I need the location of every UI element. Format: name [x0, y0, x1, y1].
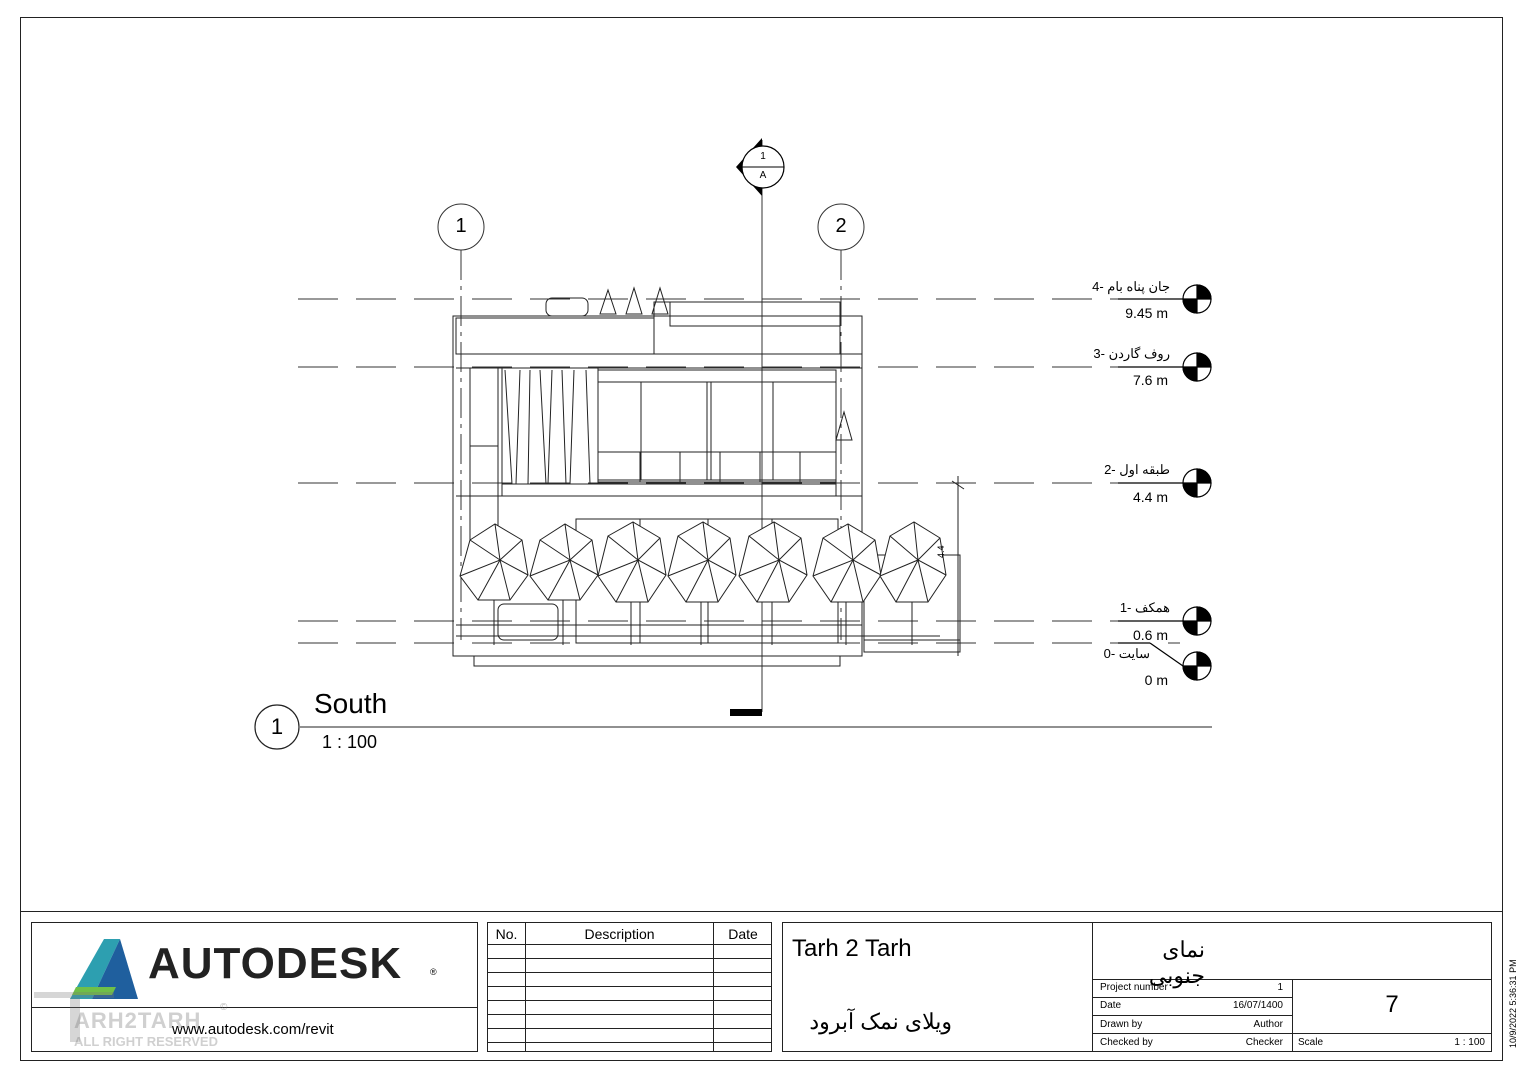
grid-label-1: 1: [455, 215, 467, 237]
date-value: 16/07/1400: [1232, 1000, 1283, 1011]
trees: [459, 521, 947, 645]
autodesk-wordmark: AUTODESK: [148, 939, 403, 988]
autodesk-logo-icon: [70, 939, 138, 999]
watermark-subtext: ALL RIGHT RESERVED: [74, 1034, 218, 1049]
section-sheet: A: [759, 170, 767, 181]
level-elevation-3: 7.6 m: [1132, 372, 1168, 388]
drawn-by-label: Drawn by: [1100, 1019, 1143, 1030]
revision-date-header: Date: [728, 926, 758, 942]
sheet-name: نمای جنوبی: [1148, 937, 1205, 988]
watermark-logo-icon: [34, 992, 114, 1042]
revision-description-header: Description: [584, 926, 655, 942]
checked-by-value: Checker: [1245, 1037, 1283, 1048]
tree: [879, 521, 947, 645]
level-name-4: جان پناه بام -4: [1092, 279, 1170, 294]
sheet-border: [20, 17, 1503, 1061]
title-block-divider: [20, 911, 1503, 912]
level-head-icon: [1118, 468, 1212, 498]
level-elevation-2: 4.4 m: [1132, 489, 1168, 505]
scale-value: 1 : 100: [1454, 1037, 1485, 1048]
watermark-copyright: ©: [220, 1002, 228, 1013]
tree: [812, 523, 882, 645]
project-name: Tarh 2 Tarh: [792, 935, 912, 962]
level-name-1: همکف -1: [1119, 600, 1170, 615]
website-url: www.autodesk.com/revit: [172, 1021, 334, 1038]
scale-label: Scale: [1298, 1037, 1324, 1048]
tree: [667, 521, 737, 645]
level-name-3: روف گاردن -3: [1093, 346, 1170, 361]
drawn-by-value: Author: [1253, 1019, 1283, 1030]
level-name-2: طبقه اول -2: [1104, 462, 1170, 477]
section-marker: [730, 138, 785, 716]
checked-by-label: Checked by: [1100, 1037, 1153, 1048]
grid-lines: [437, 203, 865, 640]
logo-divider: [32, 1007, 477, 1008]
sheet-number: 7: [1385, 991, 1399, 1018]
view-number: 1: [270, 714, 284, 739]
view-title: South: [314, 688, 388, 719]
level-elevation-1: 0.6 m: [1132, 627, 1168, 643]
section-number: 1: [760, 151, 766, 162]
grid-label-2: 2: [835, 215, 847, 237]
project-info-panel: Tarh 2 Tarh ویلای نمک آبرود نمای جنوبی P…: [782, 922, 1492, 1052]
date-label: Date: [1100, 1000, 1122, 1011]
level-heads: [1118, 284, 1212, 681]
dimension-text: 4.4: [936, 545, 946, 558]
project-name-fa: ویلای نمک آبرود: [809, 1009, 952, 1034]
level-head-icon: [1118, 606, 1212, 636]
level-elevation-4: 9.45 m: [1125, 305, 1168, 321]
registered-mark: ®: [430, 967, 437, 977]
watermark-text: ARH2TARH: [74, 1008, 202, 1033]
tree: [459, 523, 529, 645]
project-number-value: 1: [1277, 982, 1283, 993]
watermark: ARH2TARH ALL RIGHT RESERVED ©: [30, 980, 230, 1055]
revision-table: No. Description Date: [487, 922, 772, 1052]
level-elevation-0: 0 m: [1144, 672, 1168, 688]
level-head-icon: [1118, 284, 1212, 314]
level-lines: [298, 298, 1180, 644]
view-scale: 1 : 100: [322, 732, 378, 752]
building-elevation: [452, 286, 965, 667]
logo-panel: AUTODESK ® www.autodesk.com/revit: [31, 922, 478, 1052]
view-title-block: [254, 704, 1212, 750]
level-head-icon: [1118, 642, 1212, 681]
tree: [597, 521, 667, 645]
revision-no-header: No.: [495, 926, 518, 942]
print-timestamp: 10/9/2022 5:36:31 PM: [1508, 959, 1518, 1048]
tree: [738, 521, 808, 645]
tree: [529, 523, 599, 645]
project-number-label: Project number: [1100, 982, 1168, 993]
level-name-0: سایت -0: [1103, 646, 1150, 661]
level-head-icon: [1118, 352, 1212, 382]
